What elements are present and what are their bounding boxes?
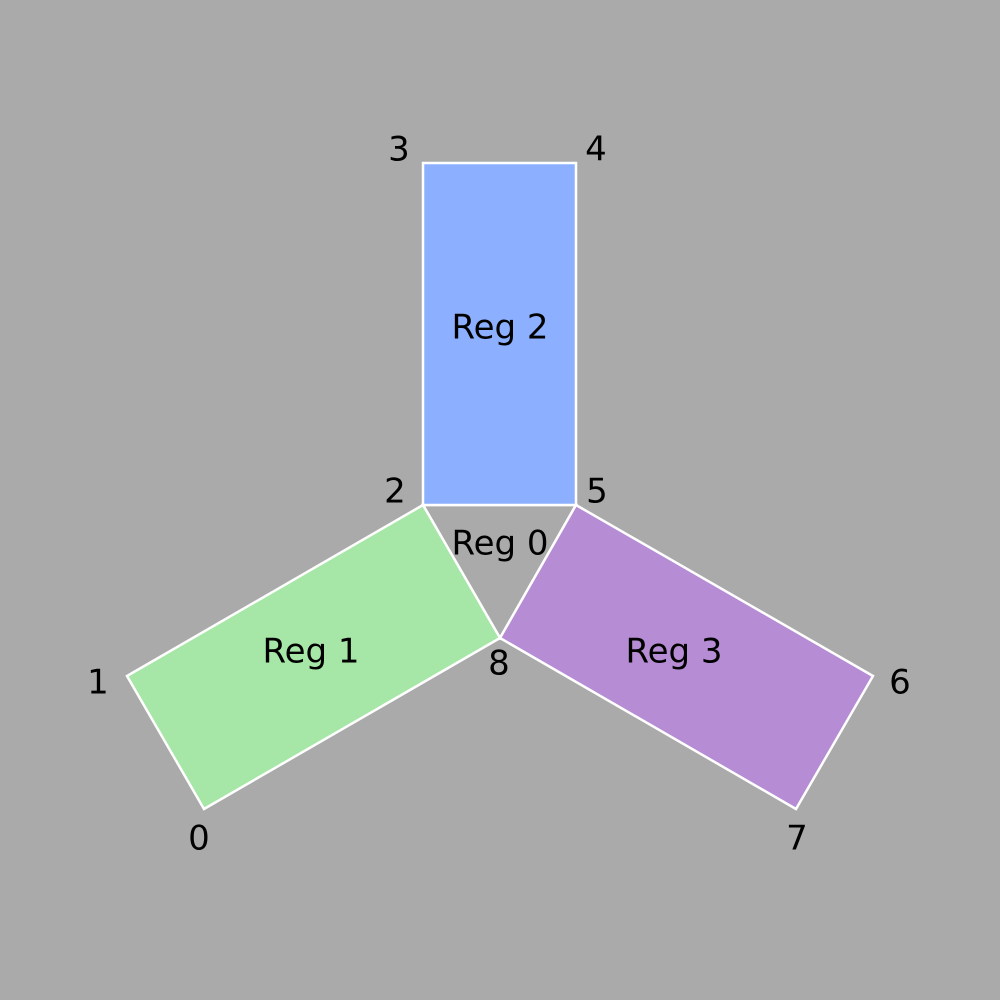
vertex-label-8: 8	[488, 644, 510, 684]
region-1-label: Reg 1	[262, 632, 359, 672]
region-3-label: Reg 3	[625, 632, 722, 672]
vertex-label-1: 1	[87, 663, 109, 703]
vertex-label-0: 0	[188, 819, 210, 859]
region-3-rectangle	[498, 503, 875, 811]
region-2-label: Reg 2	[451, 308, 548, 348]
vertex-label-7: 7	[786, 819, 808, 859]
vertex-label-2: 2	[384, 472, 406, 512]
vertex-label-4: 4	[585, 130, 607, 170]
vertex-label-6: 6	[889, 663, 911, 703]
vertex-label-5: 5	[586, 472, 608, 512]
region-0-label: Reg 0	[451, 524, 548, 564]
vertex-label-3: 3	[388, 130, 410, 170]
